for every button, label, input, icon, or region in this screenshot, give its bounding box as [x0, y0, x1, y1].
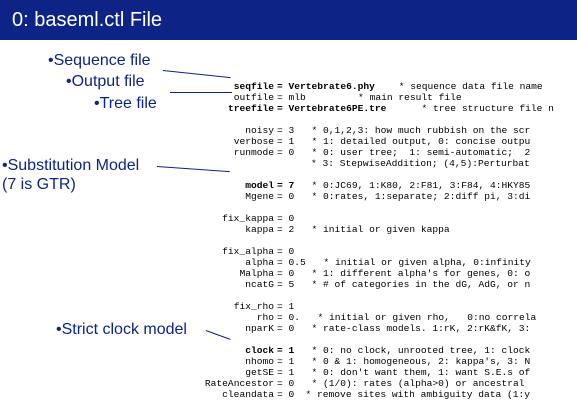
annotation-substitution-model-note: (7 is GTR) — [2, 176, 76, 193]
code-line-nhomo: nhomo= 1 * 0 & 1: homogeneous, 2: kappa'… — [245, 356, 531, 367]
slide-title-bar: 0: baseml.ctl File — [0, 0, 577, 40]
param-key: verbose — [233, 136, 274, 147]
param-comment: * (1/0): rates (alpha>0) or ancestral — [300, 378, 525, 389]
code-line-treefile: treefile= Vertebrate6PE.tre * tree struc… — [227, 103, 554, 114]
param-value: 0 — [288, 147, 295, 158]
param-value: Vertebrate6PE.tre — [288, 103, 387, 114]
param-key: rho — [256, 312, 274, 323]
param-comment: * initial or given kappa — [300, 224, 450, 235]
code-line-fix-alpha: fix_alpha= 0 — [222, 246, 295, 257]
annotation-output-file: •Output file — [66, 73, 145, 90]
param-key: seqfile — [233, 81, 274, 92]
param-comment: * 0: user tree; 1: semi-automatic; 2 — [300, 147, 531, 158]
param-key: fix_kappa — [222, 213, 274, 224]
param-comment: * rate-class models. 1:rK, 2:rK&fK, 3: — [300, 323, 531, 334]
param-key: Malpha — [239, 268, 274, 279]
annotation-substitution-model: •Substitution Model — [2, 157, 140, 174]
param-comment: * 1: detailed output, 0: concise outpu — [300, 136, 531, 147]
param-value: 2 — [288, 224, 295, 235]
param-comment: * 0: no clock, unrooted tree, 1: clock — [300, 345, 531, 356]
param-value: 1 — [288, 345, 295, 356]
param-value: 0 — [288, 246, 295, 257]
param-value: 0. — [288, 312, 301, 323]
param-key: outfile — [233, 92, 274, 103]
code-line-verbose: verbose= 1 * 1: detailed output, 0: conc… — [233, 136, 531, 147]
code-line-model: model= 7 * 0:JC69, 1:K80, 2:F81, 3:F84, … — [245, 180, 531, 191]
param-comment: * 0:rates, 1:separate; 2:diff pi, 3:di — [300, 191, 531, 202]
param-value: 0 — [288, 213, 295, 224]
param-key: fix_rho — [233, 301, 274, 312]
param-comment: * initial or given alpha, 0:infinity — [312, 257, 531, 268]
param-key: nhomo — [245, 356, 274, 367]
param-key: getSE — [245, 367, 274, 378]
code-line-fix-rho: fix_rho= 1 — [233, 301, 295, 312]
param-value: Vertebrate6.phy — [288, 81, 375, 92]
param-comment: * 0,1,2,3: how much rubbish on the scr — [300, 125, 531, 136]
code-line-mgene: Mgene= 0 * 0:rates, 1:separate; 2:diff p… — [245, 191, 531, 202]
slide-title: 0: baseml.ctl File — [12, 8, 163, 31]
param-value: 0 — [288, 323, 295, 334]
code-line-ncatg: ncatG= 5 * # of categories in the dG, Ad… — [245, 279, 531, 290]
param-key: noisy — [245, 125, 274, 136]
param-key: alpha — [245, 257, 274, 268]
param-key: clock — [245, 345, 274, 356]
param-comment: * 0:JC69, 1:K80, 2:F81, 3:F84, 4:HKY85 — [300, 180, 531, 191]
param-comment: * # of categories in the dG, AdG, or n — [300, 279, 531, 290]
code-line-getse: getSE= 1 * 0: don't want them, 1: want S… — [245, 367, 531, 378]
param-key: model — [245, 180, 274, 191]
param-key: runmode — [233, 147, 274, 158]
annotation-sequence-file: •Sequence file — [48, 52, 151, 69]
param-key: kappa — [245, 224, 274, 235]
param-value: 3 — [288, 125, 295, 136]
param-key: fix_alpha — [222, 246, 274, 257]
code-line-seqfile: seqfile= Vertebrate6.phy * sequence data… — [233, 81, 543, 92]
param-value: 0 — [288, 378, 295, 389]
code-line-noisy: noisy= 3 * 0,1,2,3: how much rubbish on … — [245, 125, 531, 136]
param-comment: * 0 & 1: homogeneous, 2: kappa's, 3: N — [300, 356, 531, 367]
param-value: 5 — [288, 279, 295, 290]
param-key: nparK — [245, 323, 274, 334]
param-value: 1 — [288, 367, 295, 378]
code-line-clock: clock= 1 * 0: no clock, unrooted tree, 1… — [245, 345, 531, 356]
code-line-rho: rho= 0. * initial or given rho, 0:no cor… — [256, 312, 537, 323]
param-key: ncatG — [245, 279, 274, 290]
code-line-rateancestor: RateAncestor= 0 * (1/0): rates (alpha>0)… — [204, 378, 525, 389]
code-line-kappa: kappa= 2 * initial or given kappa — [245, 224, 450, 235]
annotation-connector-output-file — [170, 92, 232, 93]
annotation-strict-clock-model: •Strict clock model — [56, 321, 187, 338]
param-comment: * main result file — [312, 92, 462, 103]
param-value: mlb — [288, 92, 306, 103]
param-value: 1 — [288, 136, 295, 147]
param-comment: * 0: don't want them, 1: want S.E.s of — [300, 367, 531, 378]
param-comment: * sequence data file name — [393, 81, 543, 92]
code-line-runmode: runmode= 0 * 0: user tree; 1: semi-autom… — [233, 147, 531, 158]
param-comment: * remove sites with ambiguity data (1:y — [294, 389, 531, 400]
param-key: cleandata — [222, 389, 274, 400]
code-line-malpha: Malpha= 0 * 1: different alpha's for gen… — [239, 268, 531, 279]
code-line-fix-kappa: fix_kappa= 0 — [222, 213, 295, 224]
param-value: 0 — [288, 268, 295, 279]
param-value: 0.5 — [288, 257, 306, 268]
code-line-alpha: alpha= 0.5 * initial or given alpha, 0:i… — [245, 257, 531, 268]
param-comment: * 3: StepwiseAddition; (4,5):Perturbat — [311, 158, 530, 169]
param-value: 1 — [288, 301, 295, 312]
param-value: 1 — [288, 356, 295, 367]
code-line-npark: nparK= 0 * rate-class models. 1:rK, 2:rK… — [245, 323, 531, 334]
param-key: RateAncestor — [204, 378, 274, 389]
code-line-outfile: outfile= mlb * main result file — [233, 92, 462, 103]
param-key: treefile — [227, 103, 274, 114]
param-key: Mgene — [245, 191, 274, 202]
param-comment: * tree structure file n — [410, 103, 554, 114]
param-comment: * initial or given rho, 0:no correla — [306, 312, 537, 323]
code-line-runmode-continued: * 3: StepwiseAddition; (4,5):Perturbat — [0, 147, 577, 180]
annotation-tree-file: •Tree file — [94, 95, 157, 112]
code-line-cleandata: cleandata= 0 * remove sites with ambigui… — [222, 389, 531, 400]
param-value: 0 — [288, 389, 295, 400]
param-value: 7 — [288, 180, 295, 191]
param-value: 0 — [288, 191, 295, 202]
param-comment: * 1: different alpha's for genes, 0: o — [300, 268, 531, 279]
